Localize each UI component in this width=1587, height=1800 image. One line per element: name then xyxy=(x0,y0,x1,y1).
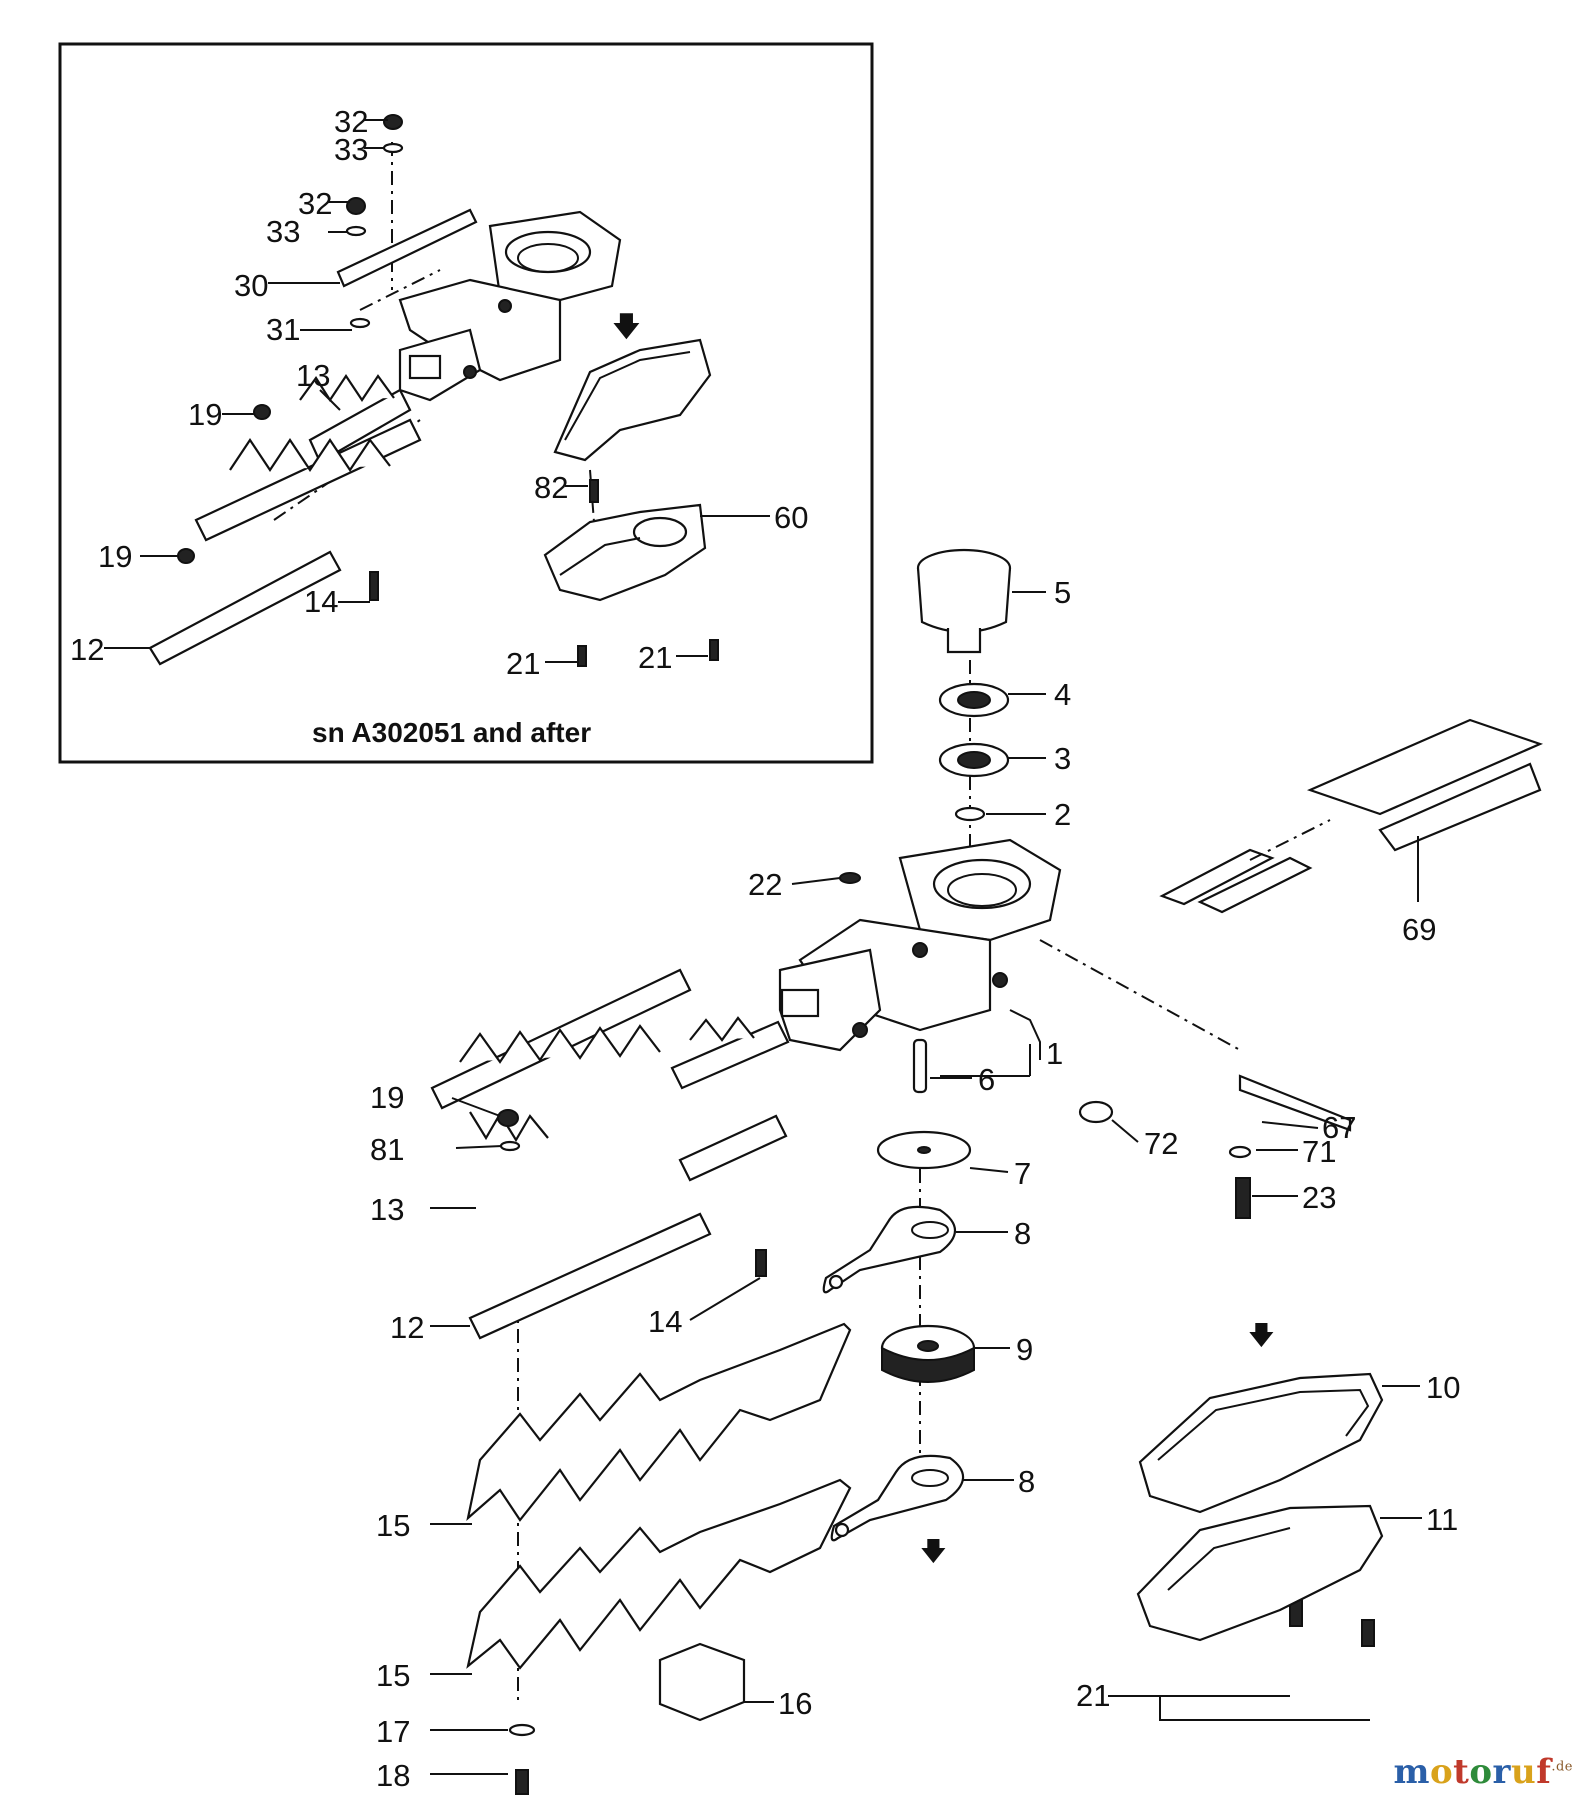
down-arrow-icon: 🡇 xyxy=(920,1536,947,1566)
main-hardware xyxy=(497,1074,1375,1795)
callout-label: 12 xyxy=(70,632,104,667)
cutter-blades-15 xyxy=(466,1322,852,1670)
callout-label: 11 xyxy=(1426,1502,1458,1537)
callout-label: 5 xyxy=(1054,575,1071,610)
watermark-logo: motoruf.de xyxy=(1393,1752,1573,1792)
callout-label: 30 xyxy=(234,268,268,303)
callout-label: 21 xyxy=(506,646,540,681)
blade-cover xyxy=(1159,718,1544,914)
callout-label: 17 xyxy=(376,1714,410,1749)
callout-label: 15 xyxy=(376,1658,410,1693)
inset-hardware xyxy=(177,114,719,667)
callout-label: 4 xyxy=(1054,677,1071,712)
gear-case-cover-11 xyxy=(1136,1504,1384,1642)
watermark-suffix: .de xyxy=(1551,1759,1573,1775)
main-blades-13 xyxy=(430,968,790,1143)
callout-label: 33 xyxy=(266,214,300,249)
callout-label: 12 xyxy=(390,1310,424,1345)
main-leaders xyxy=(430,591,1422,1775)
inset-panel: 🡇 xyxy=(58,42,874,764)
connecting-rod-upper xyxy=(822,1205,957,1294)
bearings xyxy=(938,682,1010,822)
inset-blades xyxy=(148,374,422,666)
callout-label: 14 xyxy=(648,1304,682,1339)
inset-gear-case xyxy=(398,210,622,402)
gasket-10 xyxy=(1138,1372,1384,1514)
blade-guide-16 xyxy=(658,1642,746,1722)
callout-label: 21 xyxy=(1076,1678,1110,1713)
callout-label: 81 xyxy=(370,1132,404,1167)
inset-housing-cover xyxy=(543,503,707,602)
callout-label: 15 xyxy=(376,1508,410,1543)
down-arrow-icon: 🡇 xyxy=(1248,1320,1275,1350)
callout-label: 18 xyxy=(376,1758,410,1793)
callout-label: 6 xyxy=(978,1062,995,1097)
screw-22 xyxy=(839,872,861,884)
callout-label: 69 xyxy=(1402,912,1436,947)
callout-label: 82 xyxy=(534,470,568,505)
callout-label: 8 xyxy=(1018,1464,1035,1499)
callout-label: 60 xyxy=(774,500,808,535)
callout-label: 19 xyxy=(98,539,132,574)
clutch-drum xyxy=(916,548,1012,654)
callout-label: 1 xyxy=(1046,1036,1063,1071)
watermark-letter: m xyxy=(1393,1752,1430,1792)
callout-label: 16 xyxy=(778,1686,812,1721)
callout-label: 2 xyxy=(1054,797,1071,832)
inset-callout-labels: 32 33 32 33 30 31 13 19 19 12 14 82 60 2… xyxy=(70,104,808,681)
down-arrow-icon: 🡇 xyxy=(612,311,641,342)
pin-6 xyxy=(912,1038,928,1094)
callout-label: 13 xyxy=(370,1192,404,1227)
gear-case xyxy=(778,838,1062,1052)
callout-label: 19 xyxy=(188,397,222,432)
watermark-letter: o xyxy=(1469,1752,1493,1792)
callout-label: 19 xyxy=(370,1080,404,1115)
watermark-letter: t xyxy=(1453,1752,1470,1792)
callout-label: 23 xyxy=(1302,1180,1336,1215)
callout-label: 32 xyxy=(298,186,332,221)
main-callout-labels: 5 4 3 2 22 69 1 6 19 81 13 12 14 72 7 67… xyxy=(370,575,1460,1793)
inset-caption: sn A302051 and after xyxy=(312,717,591,748)
watermark-text: motoruf xyxy=(1393,1752,1551,1792)
inset-leaders xyxy=(104,119,770,663)
callout-label: 33 xyxy=(334,132,368,167)
watermark-letter: u xyxy=(1510,1752,1537,1792)
inset-bar-30 xyxy=(336,208,478,288)
callout-label: 10 xyxy=(1426,1370,1460,1405)
callout-label: 72 xyxy=(1144,1126,1178,1161)
bar-12 xyxy=(468,1114,788,1340)
connecting-rod-lower xyxy=(830,1454,965,1542)
callout-label: 8 xyxy=(1014,1216,1031,1251)
callout-label: 67 xyxy=(1322,1110,1356,1145)
inset-cover-plate xyxy=(553,338,712,462)
callout-label: 7 xyxy=(1014,1156,1031,1191)
watermark-letter: r xyxy=(1492,1752,1511,1792)
watermark-letter: o xyxy=(1429,1752,1454,1792)
callout-label: 3 xyxy=(1054,741,1071,776)
callout-label: 14 xyxy=(304,584,338,619)
callout-label: 21 xyxy=(638,640,672,675)
callout-label: 32 xyxy=(334,104,368,139)
watermark-letter: f xyxy=(1536,1752,1552,1792)
callout-label: 9 xyxy=(1016,1332,1033,1367)
callout-label: 22 xyxy=(748,867,782,902)
gear-9 xyxy=(880,1324,976,1383)
callout-label: 13 xyxy=(296,358,330,393)
callout-label: 71 xyxy=(1302,1134,1336,1169)
callout-label: 31 xyxy=(266,312,300,347)
